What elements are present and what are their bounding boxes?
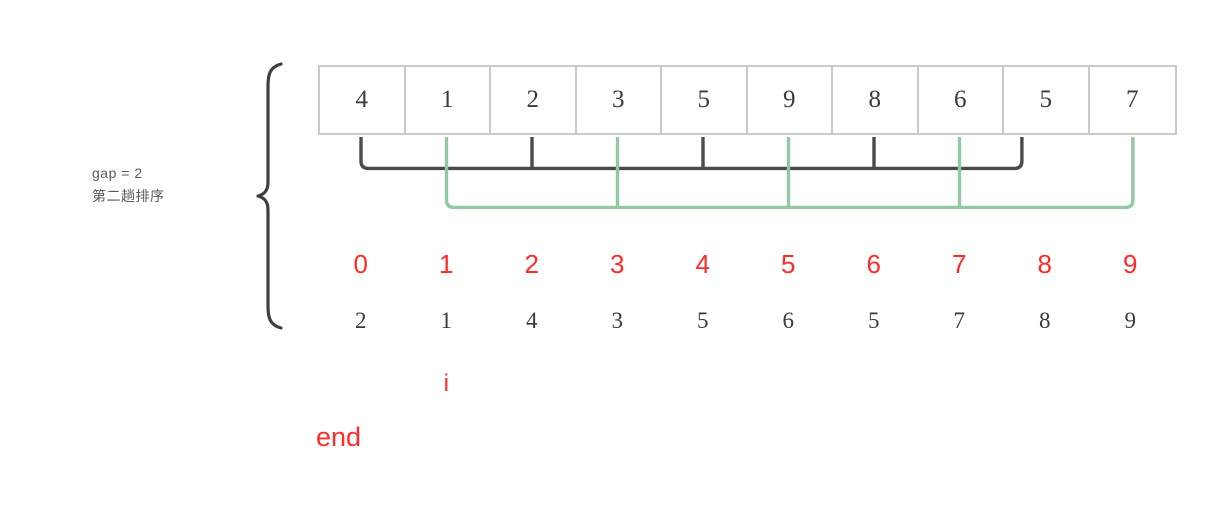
array-cell[interactable]: 5 (1004, 67, 1090, 133)
odd-index-group-bracket (444, 137, 1135, 210)
array-cell[interactable]: 7 (1126, 86, 1139, 113)
index-label: 1 (439, 249, 454, 279)
result-value: 9 (1124, 308, 1137, 333)
index-row: 0 1 2 3 4 5 6 7 8 9 (318, 249, 1173, 280)
gap-label-line-1: gap = 2 (92, 165, 143, 181)
result-value: 6 (782, 308, 795, 333)
result-value: 7 (953, 308, 966, 333)
array-cell[interactable]: 2 (491, 67, 577, 133)
result-value: 2 (355, 308, 367, 333)
gap-label-block: gap = 2 第二趟排序 (92, 162, 242, 208)
array-cell[interactable]: 8 (833, 67, 919, 133)
index-label: 7 (952, 249, 967, 279)
array-cell[interactable]: 6 (919, 67, 1004, 133)
result-value: 3 (611, 308, 624, 333)
result-value: 5 (868, 308, 880, 333)
result-value: 8 (1039, 308, 1051, 333)
result-value: 1 (440, 308, 453, 333)
result-value: 5 (697, 308, 709, 333)
result-row: 2 1 4 3 5 6 5 7 8 9 (318, 308, 1173, 334)
left-curly-brace-icon (256, 62, 283, 330)
gap-label-line-2: 第二趟排序 (92, 188, 165, 204)
index-label: 4 (695, 249, 710, 279)
index-label: 5 (781, 249, 796, 279)
index-label: 6 (866, 249, 881, 279)
index-label: 2 (524, 249, 539, 279)
pointer-marker-i: i (443, 370, 449, 397)
array-cell[interactable]: 5 (662, 67, 748, 133)
pointer-marker-end: end (316, 422, 362, 452)
index-label: 8 (1037, 249, 1052, 279)
array-cell[interactable]: 9 (748, 67, 833, 133)
index-label: 9 (1123, 249, 1138, 279)
array-cell[interactable]: 3 (577, 67, 662, 133)
index-label: 3 (610, 249, 625, 279)
even-index-group-bracket (359, 137, 1024, 171)
array-cell[interactable]: 1 (406, 67, 491, 133)
result-value: 4 (526, 308, 538, 333)
index-label: 0 (353, 249, 368, 279)
array-cells: 4 1 2 3 5 9 8 6 5 7 (318, 65, 1177, 135)
array-cell[interactable]: 4 (320, 67, 406, 133)
